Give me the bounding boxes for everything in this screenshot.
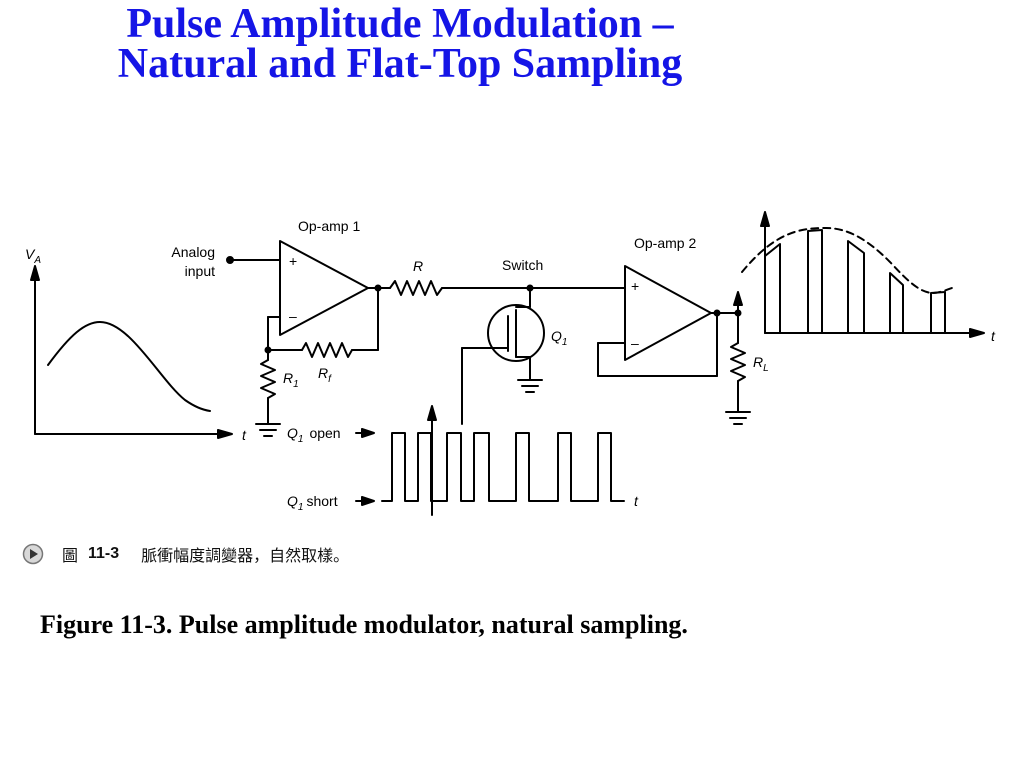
figure-caption: Figure 11-3. Pulse amplitude modulator, … — [40, 610, 688, 639]
opamp-2-plus: + — [631, 278, 639, 294]
pam-pulse-4 — [889, 272, 904, 334]
title-line-2: Natural and Flat-Top Sampling — [117, 41, 683, 87]
opamp-1 — [279, 240, 369, 336]
output-arrow-icon — [733, 291, 743, 306]
analog-input-waveform — [47, 321, 211, 412]
resistor-r1 — [260, 359, 276, 399]
chinese-caption: 圖 11-3 脈衝幅度調變器，自然取樣。 — [22, 542, 349, 566]
opamp-2 — [624, 265, 712, 361]
resistor-rl-label: RL — [753, 354, 769, 374]
pam-pulse-3 — [847, 240, 865, 334]
pulse-x-label: t — [634, 493, 639, 509]
play-circle-icon — [22, 543, 44, 565]
opamp-1-minus: – — [289, 308, 297, 324]
title-line-1: Pulse Amplitude Modulation – — [126, 1, 674, 47]
sampling-pulse-train — [381, 432, 625, 502]
q1-open-arrow-icon — [361, 428, 375, 438]
pam-pulse-5 — [930, 291, 946, 334]
caption-zh-prefix: 圖 — [62, 546, 79, 565]
pam-pulse-2 — [807, 229, 823, 334]
caption-zh-number: 11-3 — [88, 545, 120, 562]
input-y-axis-arrow-icon — [30, 265, 40, 281]
opamp-2-label: Op-amp 2 — [634, 235, 696, 251]
output-x-axis-arrow-icon — [969, 328, 985, 338]
opamp-1-label: Op-amp 1 — [298, 218, 360, 234]
analog-input-label-2: input — [185, 263, 215, 279]
resistor-rf-label: Rf — [318, 365, 332, 385]
sampling-pulse-plot — [355, 405, 625, 516]
slide-title: Pulse Amplitude Modulation – Natural and… — [0, 0, 800, 87]
input-signal-plot — [30, 265, 233, 439]
q1-label: Q1 — [551, 328, 567, 348]
resistor-r1-label: R1 — [283, 370, 299, 390]
opamp-2-minus: – — [631, 335, 639, 351]
output-x-label: t — [991, 328, 996, 344]
resistor-r-label: R — [413, 258, 423, 274]
opamp-1-plus: + — [289, 253, 297, 269]
input-x-axis-arrow-icon — [217, 429, 233, 439]
input-y-label: VA — [25, 246, 41, 266]
pulse-y-axis-arrow-icon — [427, 405, 437, 421]
resistor-r — [389, 280, 443, 296]
caption-zh-text: 脈衝幅度調變器，自然取樣。 — [141, 546, 350, 565]
q1-transistor — [487, 304, 545, 362]
analog-input-label-1: Analog — [171, 244, 215, 260]
q1-short-arrow-icon — [361, 496, 375, 506]
pam-pulse-1 — [764, 243, 781, 334]
opamp-2-output-node — [713, 309, 721, 317]
resistor-rl — [730, 342, 746, 382]
output-pam-plot — [741, 211, 985, 338]
input-x-label: t — [242, 427, 247, 443]
resistor-rf — [301, 342, 353, 358]
output-y-axis-arrow-icon — [760, 211, 770, 227]
switch-label: Switch — [502, 257, 543, 273]
